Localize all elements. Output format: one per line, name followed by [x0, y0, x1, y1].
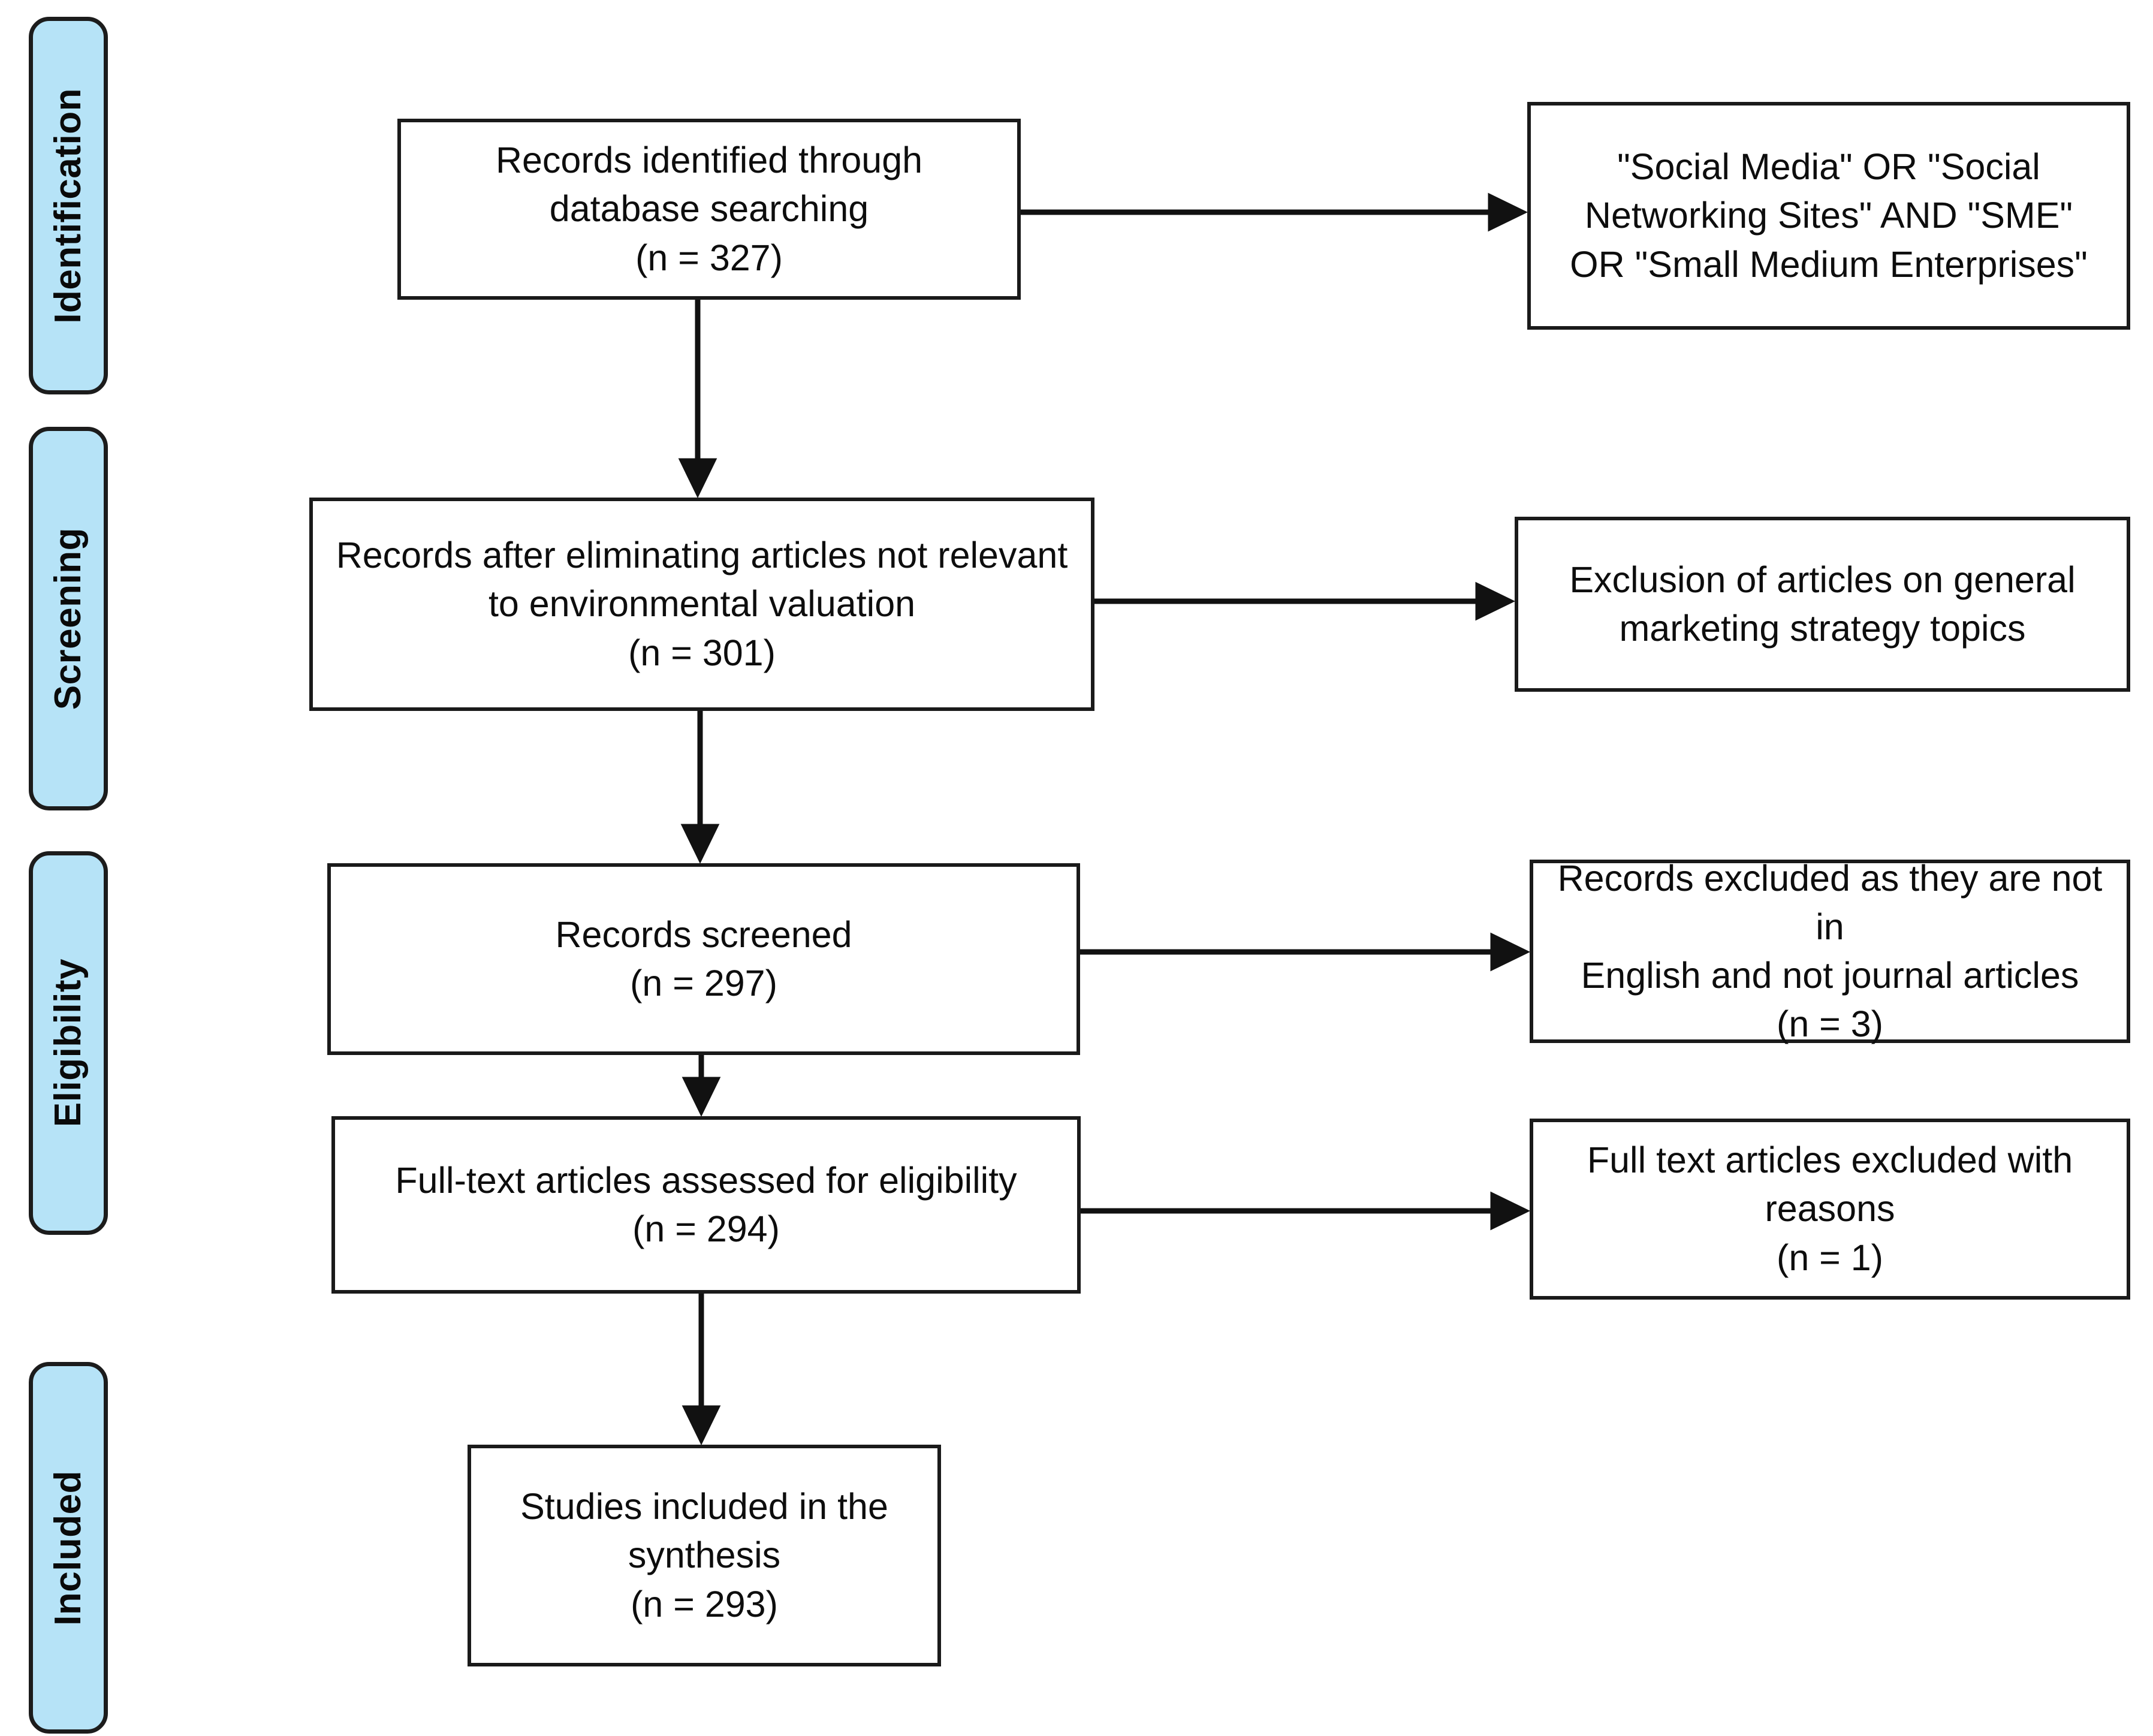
- side-box-full-text-excluded-text: Full text articles excluded with reasons…: [1587, 1140, 2073, 1278]
- stage-label-identification-text: Identification: [47, 88, 89, 324]
- stage-label-included: Included: [29, 1362, 108, 1734]
- flow-box-full-text-assessed: Full-text articles assessed for eligibil…: [331, 1116, 1081, 1294]
- stage-label-screening-text: Screening: [47, 527, 89, 710]
- flow-box-records-identified: Records identified through database sear…: [397, 119, 1021, 300]
- stage-label-screening: Screening: [29, 427, 108, 810]
- side-box-records-excluded-language: Records excluded as they are not in Engl…: [1530, 858, 2130, 1044]
- flow-box-studies-included: Studies included in the synthesis (n = 2…: [468, 1445, 941, 1666]
- side-box-full-text-excluded: Full text articles excluded with reasons…: [1530, 1119, 2130, 1300]
- flow-box-records-after-eliminating: Records after eliminating articles not r…: [309, 498, 1094, 711]
- flow-box-records-identified-text: Records identified through database sear…: [495, 140, 923, 278]
- stage-label-identification: Identification: [29, 17, 108, 394]
- stage-label-eligibility: Eligibility: [29, 851, 108, 1235]
- flow-box-studies-included-text: Studies included in the synthesis (n = 2…: [520, 1486, 888, 1625]
- stage-label-included-text: Included: [47, 1470, 89, 1626]
- flow-box-records-screened: Records screened (n = 297): [327, 863, 1080, 1055]
- stage-label-eligibility-text: Eligibility: [47, 959, 89, 1128]
- flow-box-full-text-assessed-text: Full-text articles assessed for eligibil…: [395, 1159, 1017, 1249]
- side-box-records-excluded-language-text: Records excluded as they are not in Engl…: [1557, 857, 2103, 1045]
- side-box-search-query: "Social Media" OR "Social Networking Sit…: [1527, 102, 2130, 330]
- flow-box-records-after-eliminating-text: Records after eliminating articles not r…: [336, 535, 1068, 673]
- side-box-search-query-text: "Social Media" OR "Social Networking Sit…: [1570, 146, 2088, 285]
- side-box-exclusion-marketing: Exclusion of articles on general marketi…: [1515, 517, 2130, 692]
- flow-box-records-screened-text: Records screened (n = 297): [555, 914, 852, 1003]
- side-box-exclusion-marketing-text: Exclusion of articles on general marketi…: [1569, 559, 2076, 649]
